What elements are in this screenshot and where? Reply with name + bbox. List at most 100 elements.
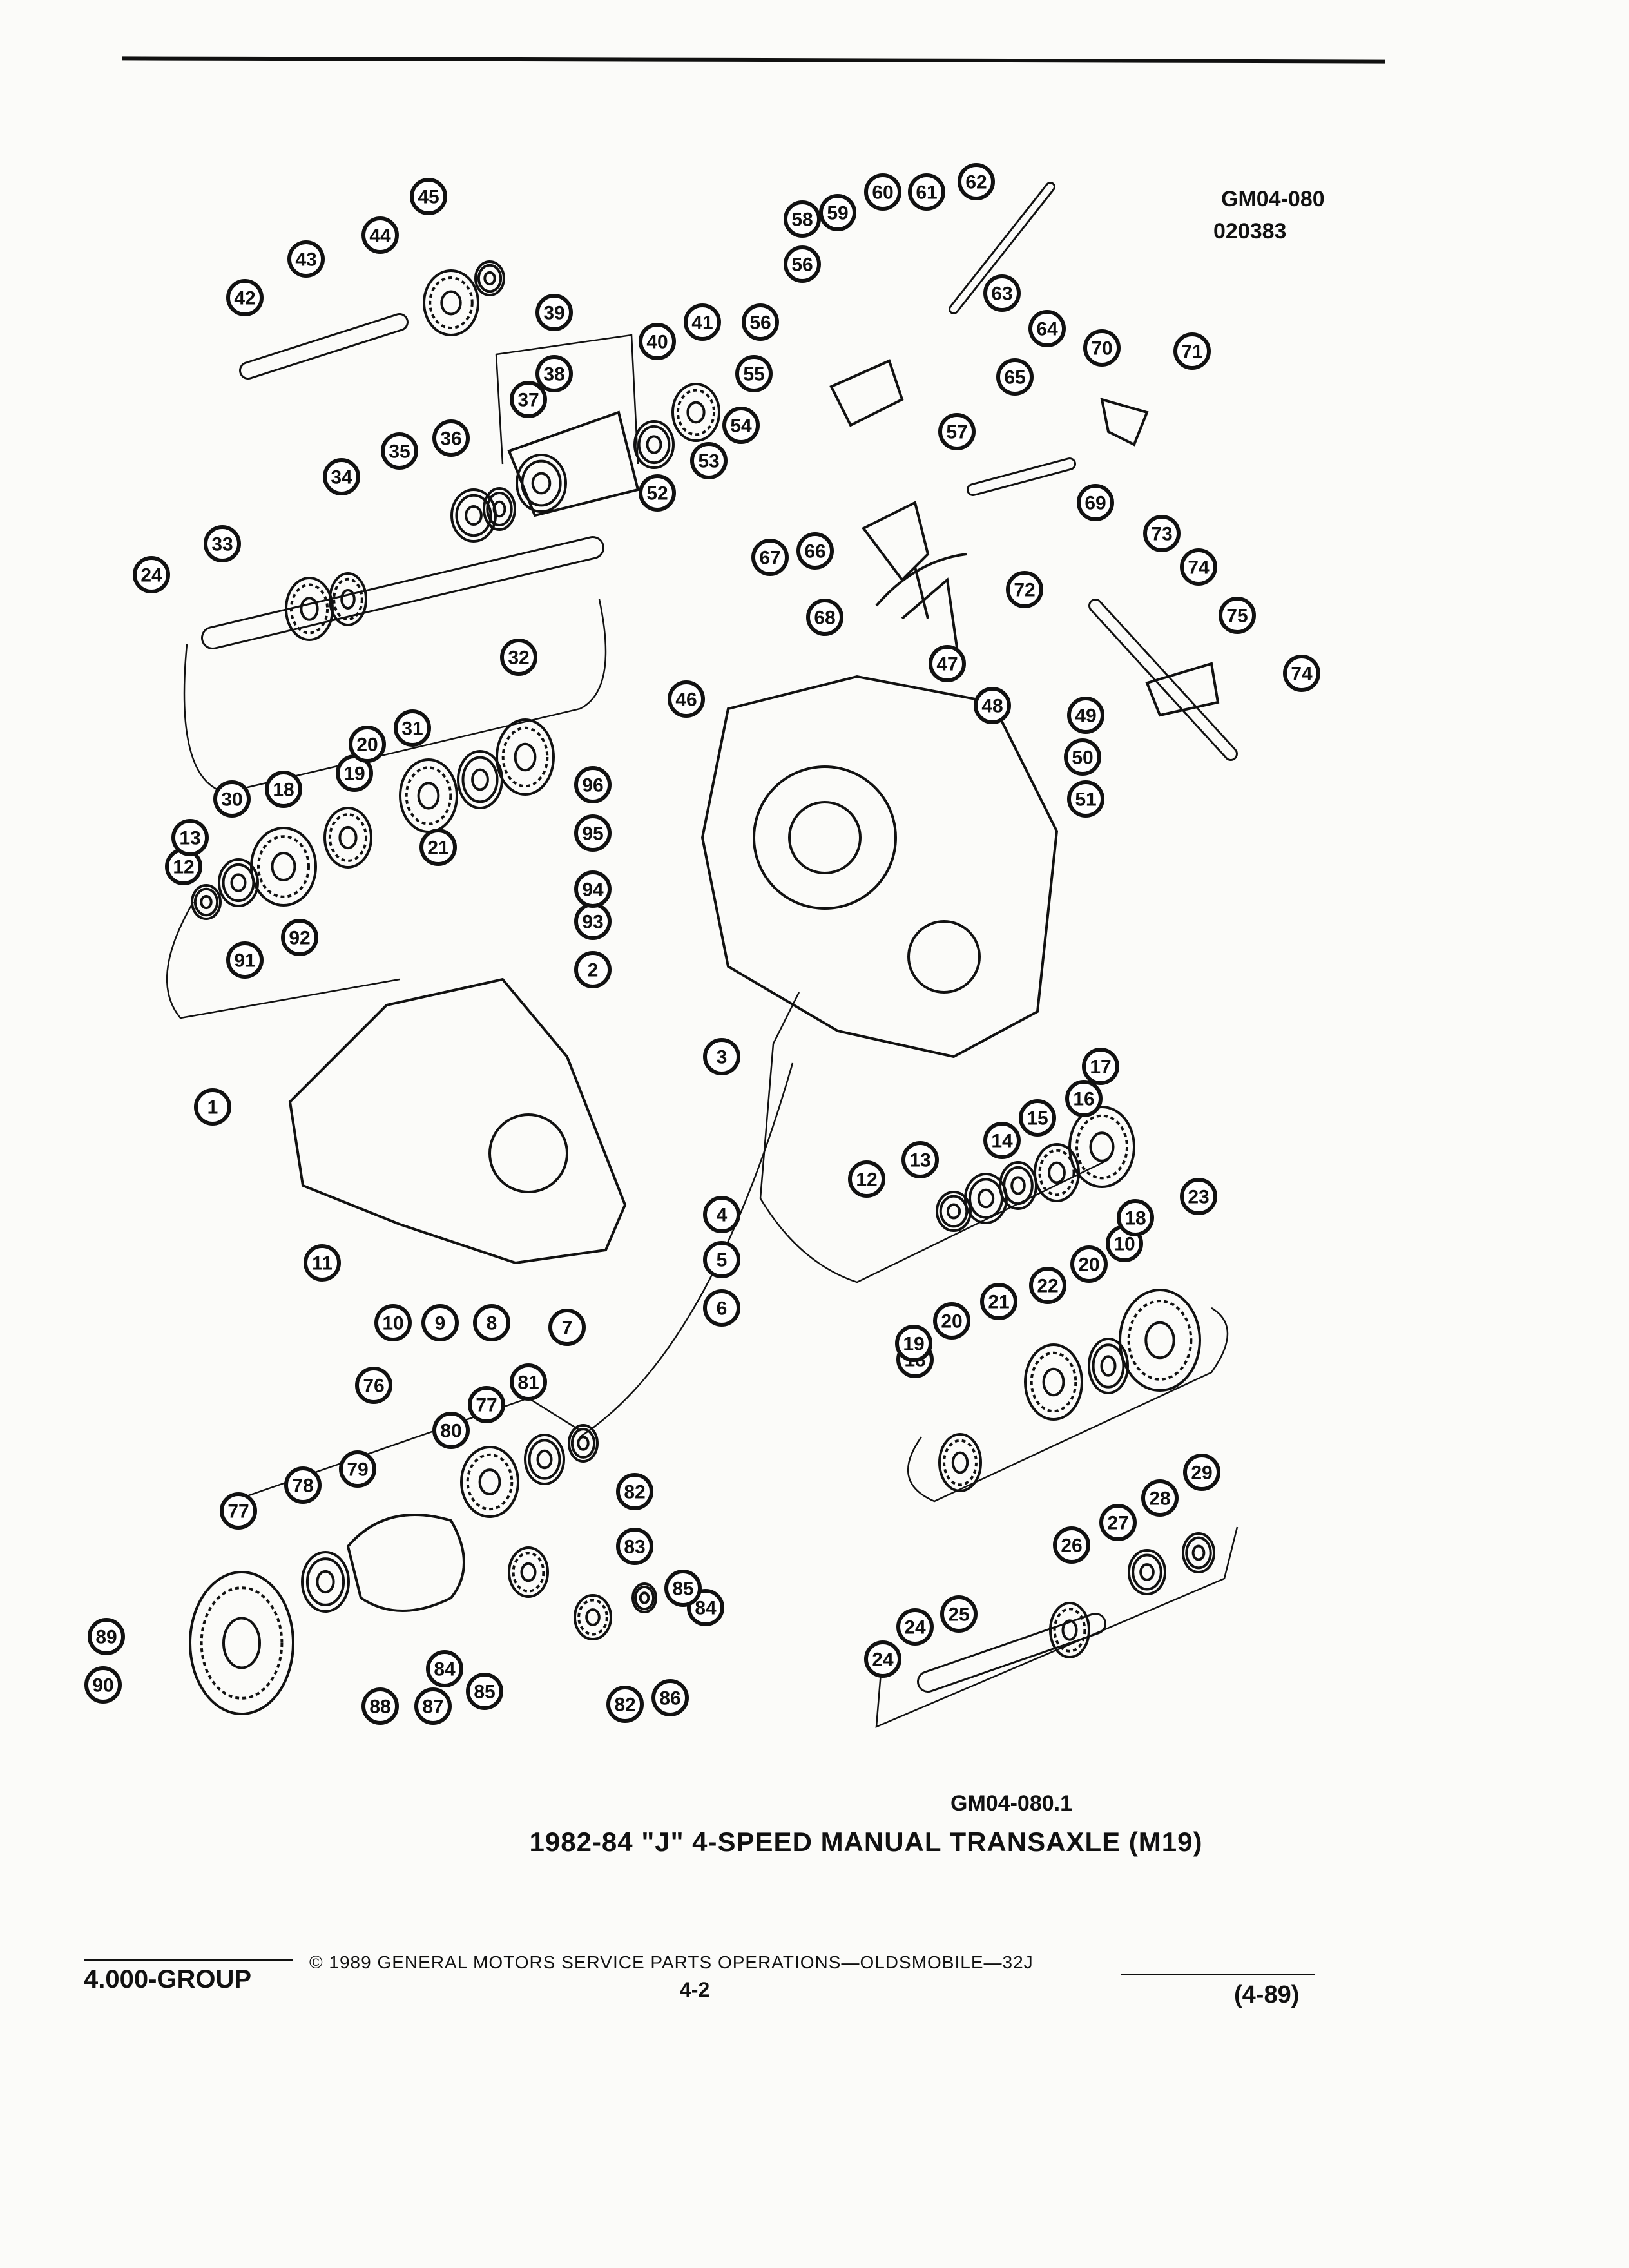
reverse-shift-fork — [1145, 662, 1220, 717]
callout-77: 77 — [220, 1492, 257, 1530]
callout-69: 69 — [1077, 484, 1114, 521]
callout-28: 28 — [1141, 1479, 1179, 1517]
differential-case — [346, 1514, 465, 1612]
callout-label: 56 — [791, 255, 813, 276]
callout-ring — [1067, 697, 1104, 734]
callout-7: 7 — [548, 1309, 586, 1346]
callout-37: 37 — [510, 381, 547, 418]
callout-46: 46 — [668, 680, 705, 718]
callout-label: 68 — [814, 608, 835, 629]
callout-ring — [784, 200, 821, 238]
seal-ring — [633, 420, 675, 469]
side-gear-right — [574, 1594, 612, 1640]
callout-ring — [374, 1304, 412, 1341]
callout-88: 88 — [361, 1687, 399, 1725]
callout-label: 24 — [904, 1617, 926, 1639]
callout-label: 95 — [582, 823, 603, 845]
callout-ring — [226, 279, 264, 316]
callout-ring — [896, 1608, 934, 1646]
callout-ring — [1070, 1245, 1108, 1283]
callout-ring — [958, 163, 995, 200]
callout-84: 84 — [426, 1650, 463, 1687]
callout-24: 24 — [864, 1640, 901, 1678]
callout-label: 14 — [991, 1131, 1013, 1152]
callout-33: 33 — [204, 525, 241, 562]
bearing-housing — [507, 410, 640, 517]
callout-ring — [355, 1367, 392, 1404]
callout-11: 11 — [304, 1244, 341, 1282]
callout-ring — [432, 419, 470, 457]
callout-80: 80 — [432, 1412, 470, 1449]
idler-bushing — [474, 260, 505, 296]
callout-label: 12 — [173, 857, 194, 878]
callout-label: 56 — [749, 312, 771, 334]
callout-label: 50 — [1072, 747, 1093, 769]
callout-63: 63 — [983, 274, 1021, 312]
callout-ring — [784, 245, 821, 283]
callout-label: 28 — [1149, 1488, 1170, 1510]
callout-label: 48 — [981, 696, 1003, 717]
callout-32: 32 — [500, 639, 537, 676]
callout-label: 18 — [273, 780, 294, 801]
output-shaft-group-lower-outline — [907, 1307, 1229, 1503]
callout-26: 26 — [1053, 1526, 1090, 1564]
callout-ring — [381, 432, 418, 470]
callout-ring — [974, 687, 1011, 724]
shift-lever-bracket — [829, 359, 904, 427]
callout-ring — [1082, 1048, 1119, 1085]
callout-ring — [226, 941, 264, 979]
callout-5: 5 — [703, 1241, 740, 1278]
callout-ring — [84, 1666, 122, 1704]
callout-label: 16 — [1073, 1089, 1094, 1110]
callout-93: 93 — [574, 903, 612, 940]
thrust-washer-lower — [936, 1191, 972, 1232]
callout-label: 26 — [1061, 1535, 1082, 1557]
callout-16: 16 — [1065, 1080, 1103, 1117]
output-shaft-group-bottom-outline — [875, 1526, 1239, 1728]
bearing-housing-group-bracket — [495, 334, 639, 465]
exploded-parts-drawing — [189, 182, 1238, 1715]
callout-ring — [819, 194, 856, 231]
footer-page-number: 4-2 — [680, 1978, 710, 2001]
callout-ring — [432, 1412, 470, 1449]
callout-label: 19 — [903, 1334, 924, 1355]
callout-54: 54 — [722, 407, 760, 444]
fourth-speed-gear — [496, 718, 555, 796]
callout-label: 79 — [347, 1459, 368, 1481]
callout-ring — [361, 216, 399, 254]
callout-2: 2 — [574, 951, 612, 988]
callout-label: 38 — [543, 364, 564, 385]
callout-label: 60 — [872, 182, 893, 204]
callout-label: 69 — [1084, 493, 1106, 514]
callout-38: 38 — [535, 355, 573, 392]
callout-ring — [1077, 484, 1114, 521]
callout-ring — [426, 1650, 463, 1687]
callout-label: 44 — [369, 226, 391, 247]
callout-ring — [616, 1528, 653, 1565]
callout-label: 11 — [312, 1253, 333, 1274]
callout-ring — [133, 556, 170, 593]
callout-ring — [684, 303, 721, 341]
callout-label: 58 — [791, 209, 813, 231]
callout-label: 21 — [988, 1292, 1009, 1313]
callout-ring — [983, 274, 1021, 312]
callout-64: 64 — [1028, 310, 1066, 347]
callout-ring — [616, 1473, 653, 1510]
output-bearing-race-lower — [1182, 1532, 1215, 1573]
callout-53: 53 — [690, 442, 728, 479]
reverse-shift-rail — [1088, 599, 1238, 761]
callout-ring — [864, 173, 901, 211]
callout-ring — [265, 771, 302, 808]
callout-label: 32 — [508, 648, 529, 669]
callout-label: 84 — [434, 1659, 456, 1680]
callout-12: 12 — [848, 1160, 885, 1198]
shift-fork-upper — [861, 501, 930, 582]
callout-label: 33 — [211, 534, 233, 555]
callout-ring — [1143, 515, 1181, 552]
callout-ring — [394, 709, 431, 747]
callout-label: 35 — [389, 441, 410, 463]
callout-label: 37 — [517, 390, 539, 411]
callout-21: 21 — [980, 1283, 1017, 1320]
output-shaft-group-upper-outline — [759, 992, 1109, 1283]
